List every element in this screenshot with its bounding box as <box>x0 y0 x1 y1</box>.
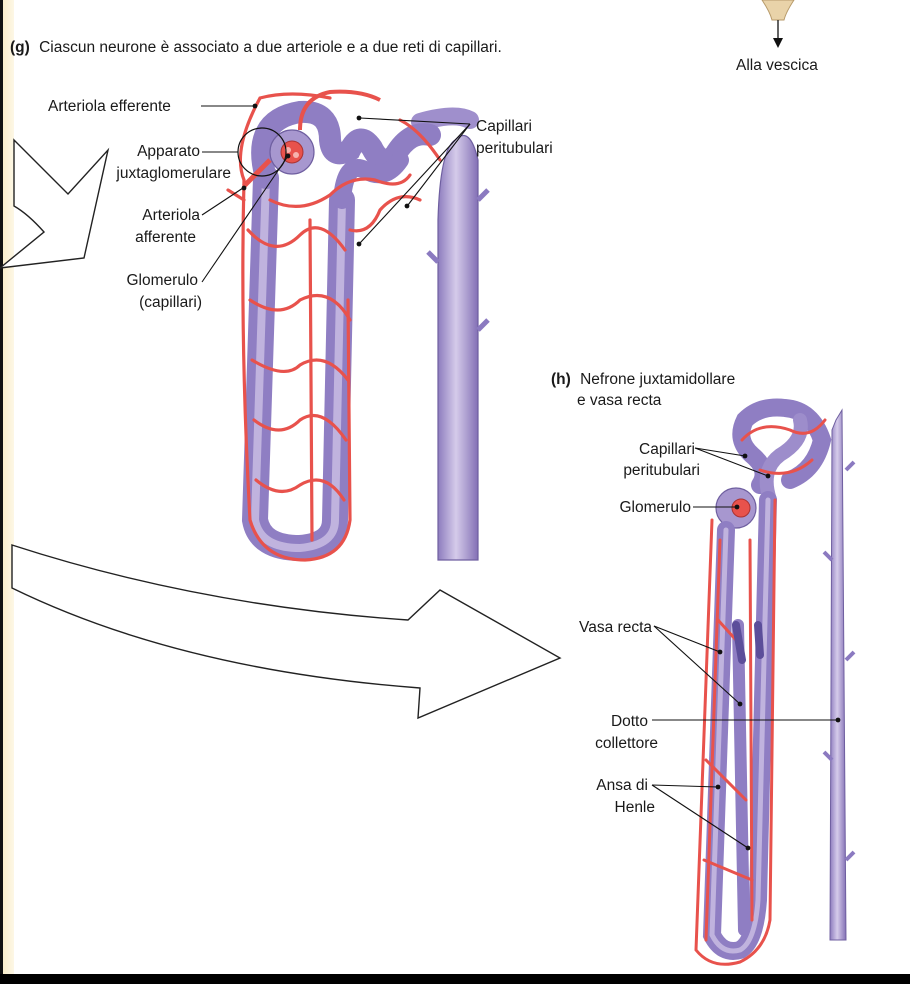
label-loop-line2: Henle <box>615 799 656 816</box>
label-peritubular-h-line1: Capillari <box>639 441 695 458</box>
label-juxta-line2: juxtaglomerulare <box>115 165 231 182</box>
label-vasa-recta: Vasa recta <box>579 619 652 636</box>
label-duct-line2: collettore <box>595 735 658 752</box>
label-glomerulus-line2: (capillari) <box>139 294 202 311</box>
label-glomerulus-h: Glomerulo <box>620 499 692 516</box>
panel-g-caption-text: Ciascun neurone è associato a due arteri… <box>39 39 502 56</box>
panel-g-caption: (g) Ciascun neurone è associato a due ar… <box>10 39 502 56</box>
panel-h-title-text: Nefrone juxtamidollare <box>580 371 735 388</box>
label-juxta-line1: Apparato <box>137 143 200 160</box>
label-loop-line1: Ansa di <box>596 777 648 794</box>
label-duct-line1: Dotto <box>611 713 648 730</box>
label-efferent-arteriole: Arteriola efferente <box>48 98 171 115</box>
label-peritubular-h-line2: peritubulari <box>623 462 700 479</box>
panel-g-letter: (g) <box>10 39 30 56</box>
label-peritubular-g-line1: Capillari <box>476 118 532 135</box>
label-glomerulus-line1: Glomerulo <box>127 272 199 289</box>
label-peritubular-g-line2: peritubulari <box>476 140 553 157</box>
label-afferent-line2: afferente <box>135 229 196 246</box>
destination-label: Alla vescica <box>736 57 818 74</box>
left-edge-line <box>0 0 3 974</box>
panel-h-title-line2: e vasa recta <box>577 392 662 409</box>
panel-h-letter: (h) <box>551 371 571 388</box>
label-afferent-line1: Arteriola <box>142 207 200 224</box>
